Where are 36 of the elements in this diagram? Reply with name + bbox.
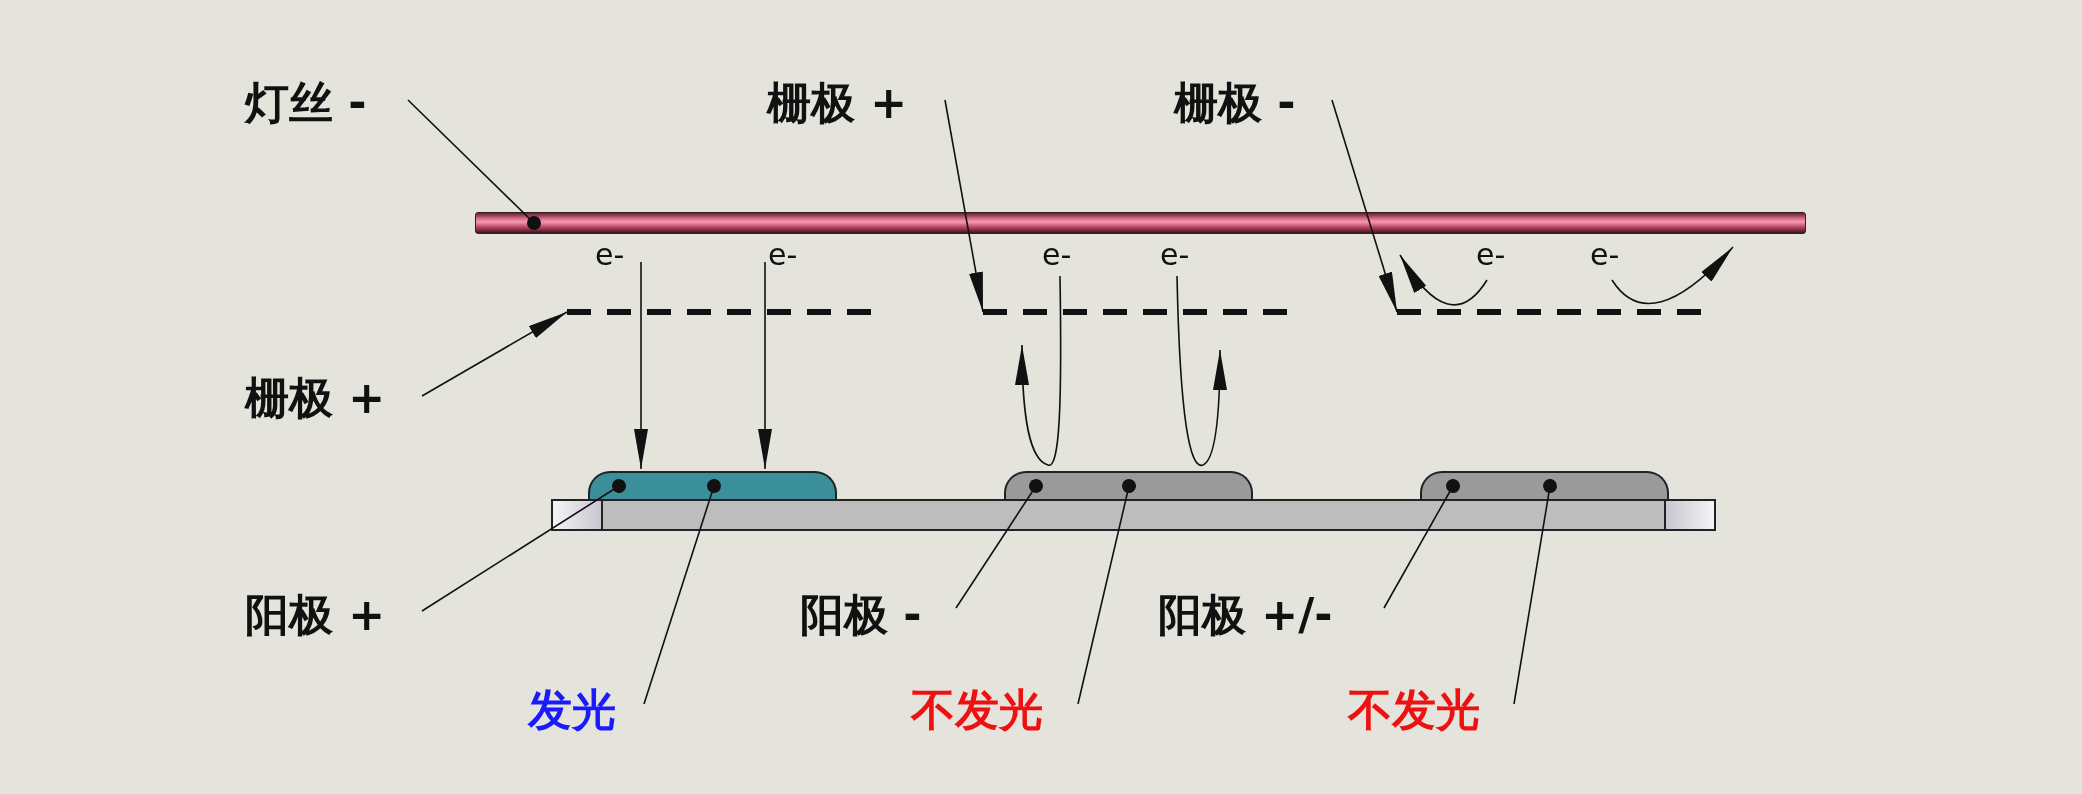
electron-label: e- bbox=[768, 238, 798, 272]
leader-line bbox=[643, 479, 721, 705]
anode-segment bbox=[588, 471, 837, 499]
callout-label: 阳极 - bbox=[800, 590, 922, 640]
filament-bar bbox=[475, 212, 1806, 234]
electron-label: e- bbox=[1476, 238, 1506, 272]
leader-line bbox=[421, 311, 568, 397]
electron-arrow bbox=[1399, 254, 1488, 306]
leader-line bbox=[1383, 479, 1460, 609]
electron-label: e- bbox=[1590, 238, 1620, 272]
callout-label: 不发光 bbox=[1348, 685, 1480, 735]
electron-label: e- bbox=[1160, 238, 1190, 272]
callout-label: 栅极 + bbox=[767, 78, 908, 128]
callout-label: 栅极 - bbox=[1174, 78, 1296, 128]
leader-line bbox=[407, 99, 541, 230]
callout-label: 阳极 + bbox=[245, 590, 386, 640]
electron-arrow bbox=[1611, 246, 1734, 305]
electron-arrow bbox=[758, 261, 772, 470]
electron-label: e- bbox=[1042, 238, 1072, 272]
electron-arrow bbox=[1015, 275, 1062, 466]
callout-label: 灯丝 - bbox=[245, 78, 367, 128]
electron-label: e- bbox=[595, 238, 625, 272]
callout-label: 栅极 + bbox=[245, 373, 386, 423]
leader-line bbox=[1077, 479, 1136, 705]
anode-segment bbox=[1004, 471, 1253, 499]
electron-arrow bbox=[1176, 275, 1227, 466]
leader-line bbox=[1331, 99, 1398, 313]
callout-label: 不发光 bbox=[911, 685, 1043, 735]
leader-line bbox=[955, 479, 1043, 609]
callout-label: 发光 bbox=[528, 685, 616, 735]
anode-segment bbox=[1420, 471, 1669, 499]
callout-label: 阳极 +/- bbox=[1158, 590, 1333, 640]
electron-arrow bbox=[634, 261, 648, 470]
leader-line bbox=[421, 479, 626, 612]
leader-line bbox=[944, 99, 984, 313]
leader-line bbox=[1513, 479, 1557, 705]
